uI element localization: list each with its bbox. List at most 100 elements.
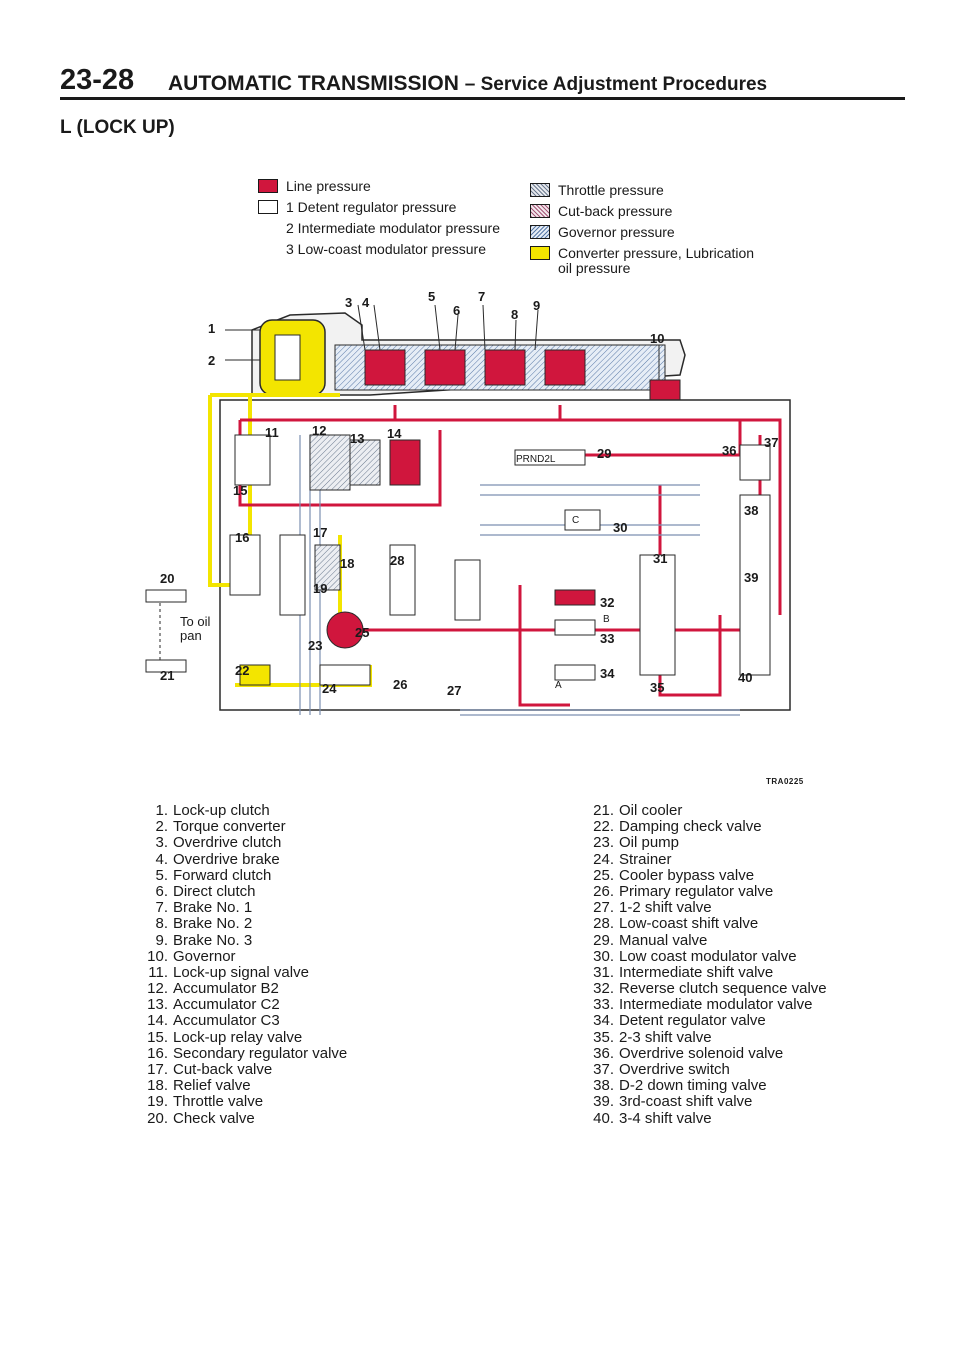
part-name: Intermediate modulator valve [619,996,813,1014]
valve-blocks [229,434,771,686]
callout-40: 40 [738,670,752,685]
b-mark-label: B [603,614,610,625]
callout-30: 30 [613,520,627,535]
part-name: Forward clutch [173,866,272,884]
part-name: Overdrive clutch [173,834,282,852]
part-item: 10.Governor [138,948,347,965]
part-number: 12. [147,980,168,998]
part-item: 11.Lock-up signal valve [138,964,347,981]
part-number: 4. [155,850,168,868]
callout-25: 25 [355,625,369,640]
part-name: Direct clutch [173,882,256,900]
part-number: 2. [155,818,168,836]
legend-label: Cut-back pressure [558,203,673,219]
callout-32: 32 [600,595,614,610]
part-number: 30. [593,947,614,965]
part-item: 2. Torque converter [138,818,347,836]
part-name: Brake No. 1 [173,899,253,917]
part-number: 23. [593,834,614,852]
callout-33: 33 [600,631,614,646]
part-item: 4.Overdrive brake [138,850,347,868]
transmission-housing [251,312,686,406]
throttle-pressure-swatch [530,183,550,197]
part-name: Brake No. 2 [173,915,253,933]
callout-29: 29 [597,446,611,461]
legend-label: 1 Detent regulator pressure [286,199,457,215]
part-number: 33. [593,996,614,1014]
legend-label-line2: oil pressure [558,260,631,276]
callout-5: 5 [428,289,435,304]
part-name: Low coast modulator valve [619,947,797,965]
legend-right: Throttle pressure Cut-back pressure Gove… [530,182,810,277]
callout-36: 36 [722,443,736,458]
part-name: Detent regulator valve [619,1012,766,1030]
part-number: 8. [155,915,168,933]
part-name: Manual valve [619,931,708,949]
part-item: 18.Relief valve [138,1077,347,1094]
part-number: 16. [147,1044,168,1062]
part-number: 28. [593,915,614,933]
legend-label: Governor pressure [558,224,675,240]
part-number: 40. [593,1109,614,1127]
callout-27: 27 [447,683,461,698]
callout-23: 23 [308,638,322,653]
part-item: 22.Damping check valve [584,818,827,835]
part-number: 3. [155,834,168,852]
part-item: 15.Lock-up relay valve [138,1028,347,1046]
part-name: Throttle valve [173,1093,264,1111]
line-pressure-swatch [258,179,278,193]
part-number: 36. [593,1044,614,1062]
callout-8: 8 [511,307,518,322]
callout-35: 35 [650,680,664,695]
part-name: Lock-up relay valve [173,1028,303,1046]
page-title: AUTOMATIC TRANSMISSION – Service Adjustm… [168,72,767,96]
part-number: 25. [593,866,614,884]
part-item: 14.Accumulator C3 [138,1013,347,1029]
part-item: 35.2-3 shift valve [584,1028,827,1046]
header-rule [60,97,905,100]
legend-item-line-pressure: Line pressure [258,178,518,199]
section-title: AUTOMATIC TRANSMISSION [168,72,459,95]
callout-4: 4 [362,295,370,310]
part-number: 38. [593,1077,614,1095]
part-number: 24. [593,850,614,868]
callout-15: 15 [233,483,247,498]
part-item: 17.Cut-back valve [138,1061,347,1078]
part-item: 5.Forward clutch [138,866,347,884]
part-name: Check valve [173,1109,255,1127]
oil-pump-shape [326,611,364,649]
part-item: 1.Lock-up clutch [138,802,347,819]
part-name: Oil pump [619,834,680,852]
part-item: 29.Manual valve [584,931,827,949]
part-item: 33. Intermediate modulator valve [584,997,827,1013]
part-number: 19. [147,1093,168,1111]
part-name: Overdrive solenoid valve [619,1044,784,1062]
part-name: Overdrive switch [619,1061,730,1078]
part-name: Primary regulator valve [619,882,774,900]
callout-31: 31 [653,551,667,566]
part-name: Torque converter [173,818,286,836]
part-item: 8. Brake No. 2 [138,916,347,932]
part-name: Accumulator C2 [173,996,280,1014]
part-number: 35. [593,1028,614,1046]
part-name: Cooler bypass valve [619,866,755,884]
legend-label: Throttle pressure [558,182,664,198]
callout-12: 12 [312,423,326,438]
callout-19: 19 [313,581,327,596]
legend-label: 2 Intermediate modulator pressure [286,220,500,236]
callout-24: 24 [322,681,337,696]
callout-22: 22 [235,663,249,678]
part-number: 17. [147,1061,168,1078]
part-item: 3. Overdrive clutch [138,835,347,851]
to-oil-pan-label-2: pan [180,628,202,643]
page-number: 23-28 [60,64,135,96]
part-item: 28.Low-coast shift valve [584,916,827,932]
legend-label: Converter pressure, Lubrication [558,245,755,261]
legend-item-detent-regulator: 1 Detent regulator pressure [258,199,518,220]
to-oil-pan-label-1: To oil [180,614,210,629]
part-name: 3-4 shift valve [619,1109,712,1127]
part-number: 32. [593,980,614,998]
part-number: 26. [593,882,614,900]
part-item: 21.Oil cooler [584,802,827,819]
